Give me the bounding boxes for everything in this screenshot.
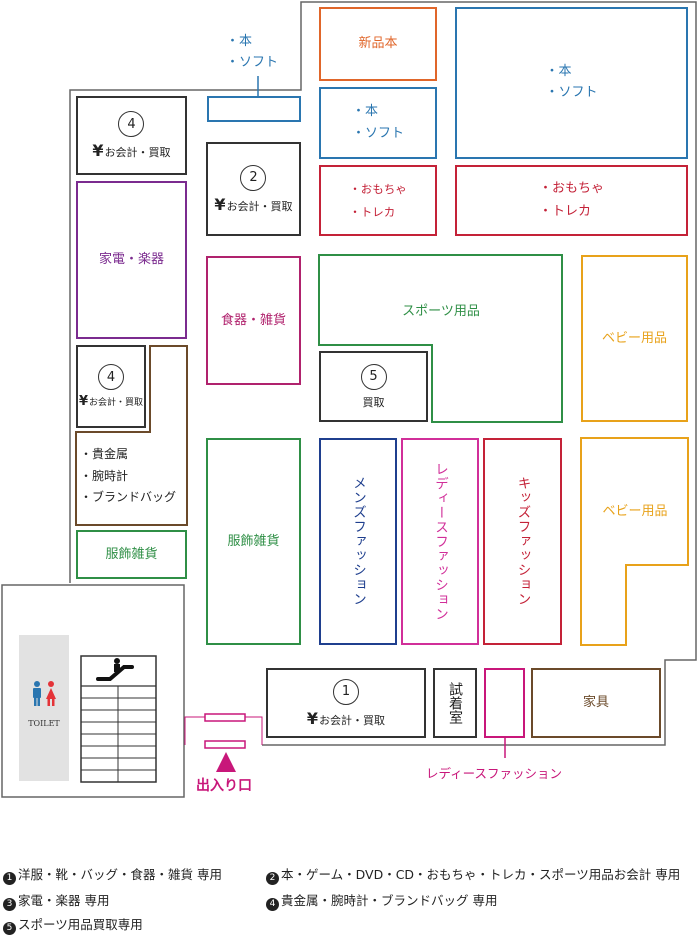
escalator bbox=[80, 655, 157, 783]
section-fukushoku-center: 服飾雑貨 bbox=[206, 438, 301, 645]
floor-outline bbox=[1, 1, 697, 798]
toilet-label: TOILET bbox=[28, 719, 60, 728]
callout-top-books: ・本 ・ソフト bbox=[226, 34, 279, 70]
baby-bottom-label: ベビー用品 bbox=[602, 504, 668, 519]
toilet-icon bbox=[33, 681, 56, 706]
section-kikinzoku-frame bbox=[75, 345, 188, 526]
section-fitting-room: 試着室 bbox=[433, 668, 477, 738]
callout-ladies: レディースファッション bbox=[426, 766, 563, 781]
section-shokki: 食器・雑貨 bbox=[206, 256, 301, 385]
toilet-area: TOILET bbox=[19, 635, 69, 781]
register-5-kaitori: 5 買取 bbox=[319, 351, 428, 422]
section-kids: キッズファッション bbox=[483, 438, 562, 645]
section-kagu: 家具 bbox=[531, 668, 661, 738]
books-shelf-top bbox=[207, 96, 301, 122]
section-sports bbox=[318, 254, 563, 423]
section-fukushoku-left: 服飾雑貨 bbox=[76, 530, 187, 579]
section-ladies: レディースファッション bbox=[401, 438, 479, 645]
section-books-small: ・本 ・ソフト bbox=[319, 87, 437, 159]
section-kikinzoku: ・貴金属 ・腕時計 ・ブランドバッグ bbox=[80, 447, 177, 505]
section-mens: メンズファッション bbox=[319, 438, 397, 645]
section-toys-large: ・おもちゃ ・トレカ bbox=[455, 165, 688, 236]
entrance-label: 出入り口 bbox=[196, 778, 252, 794]
section-baby-top: ベビー用品 bbox=[581, 255, 688, 422]
section-books-large: ・本 ・ソフト bbox=[455, 7, 688, 159]
register-4-mid: 4 ¥お会計・買取 bbox=[76, 345, 146, 428]
section-baby-bottom bbox=[580, 437, 689, 646]
entrance-arrow-icon bbox=[216, 752, 236, 772]
escalator-icon bbox=[96, 658, 134, 681]
register-2: 2 ¥お会計・買取 bbox=[206, 142, 301, 236]
register-4-top: 4 ¥お会計・買取 bbox=[76, 96, 187, 175]
section-ladies-small bbox=[484, 668, 525, 738]
sports-label: スポーツ用品 bbox=[402, 304, 480, 319]
register-1: 1 ¥お会計・買取 bbox=[266, 668, 426, 738]
section-kaden: 家電・楽器 bbox=[76, 181, 187, 339]
section-toys-small: ・おもちゃ ・トレカ bbox=[319, 165, 437, 236]
section-shinpinbon: 新品本 bbox=[319, 7, 437, 81]
